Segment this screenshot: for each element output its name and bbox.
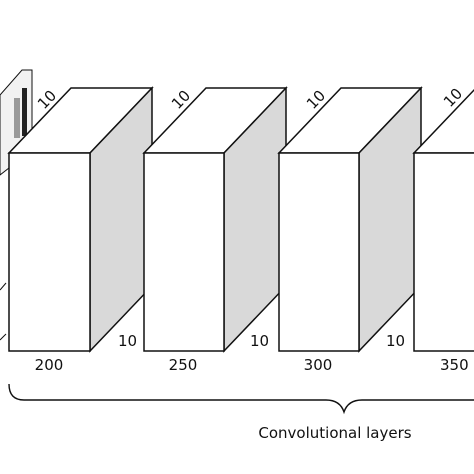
- block-front-face: [8, 152, 91, 352]
- block-width-label: 200: [35, 356, 64, 374]
- block-height-label: 10: [118, 332, 137, 350]
- block-width-label: 300: [304, 356, 333, 374]
- block-front-face: [413, 152, 474, 352]
- conv-block-1: 200 10: [7, 86, 154, 374]
- input-image-band-mid: [14, 98, 20, 138]
- input-image-edge: [0, 282, 7, 291]
- block-width-label: 350: [440, 356, 469, 374]
- grouping-brace: [8, 383, 474, 415]
- conv-block-3: 300 10: [277, 86, 423, 374]
- block-front-face: [278, 152, 360, 352]
- block-height-label: 10: [386, 332, 405, 350]
- conv-block-4: 350: [412, 89, 474, 374]
- conv-block-2: 250 10: [142, 86, 288, 374]
- input-image-edge-low: [0, 333, 7, 341]
- block-front-face: [143, 152, 225, 352]
- input-image-band-dark: [22, 88, 27, 136]
- group-caption: Convolutional layers: [258, 424, 411, 442]
- block-height-label: 10: [250, 332, 269, 350]
- block-width-label: 250: [169, 356, 198, 374]
